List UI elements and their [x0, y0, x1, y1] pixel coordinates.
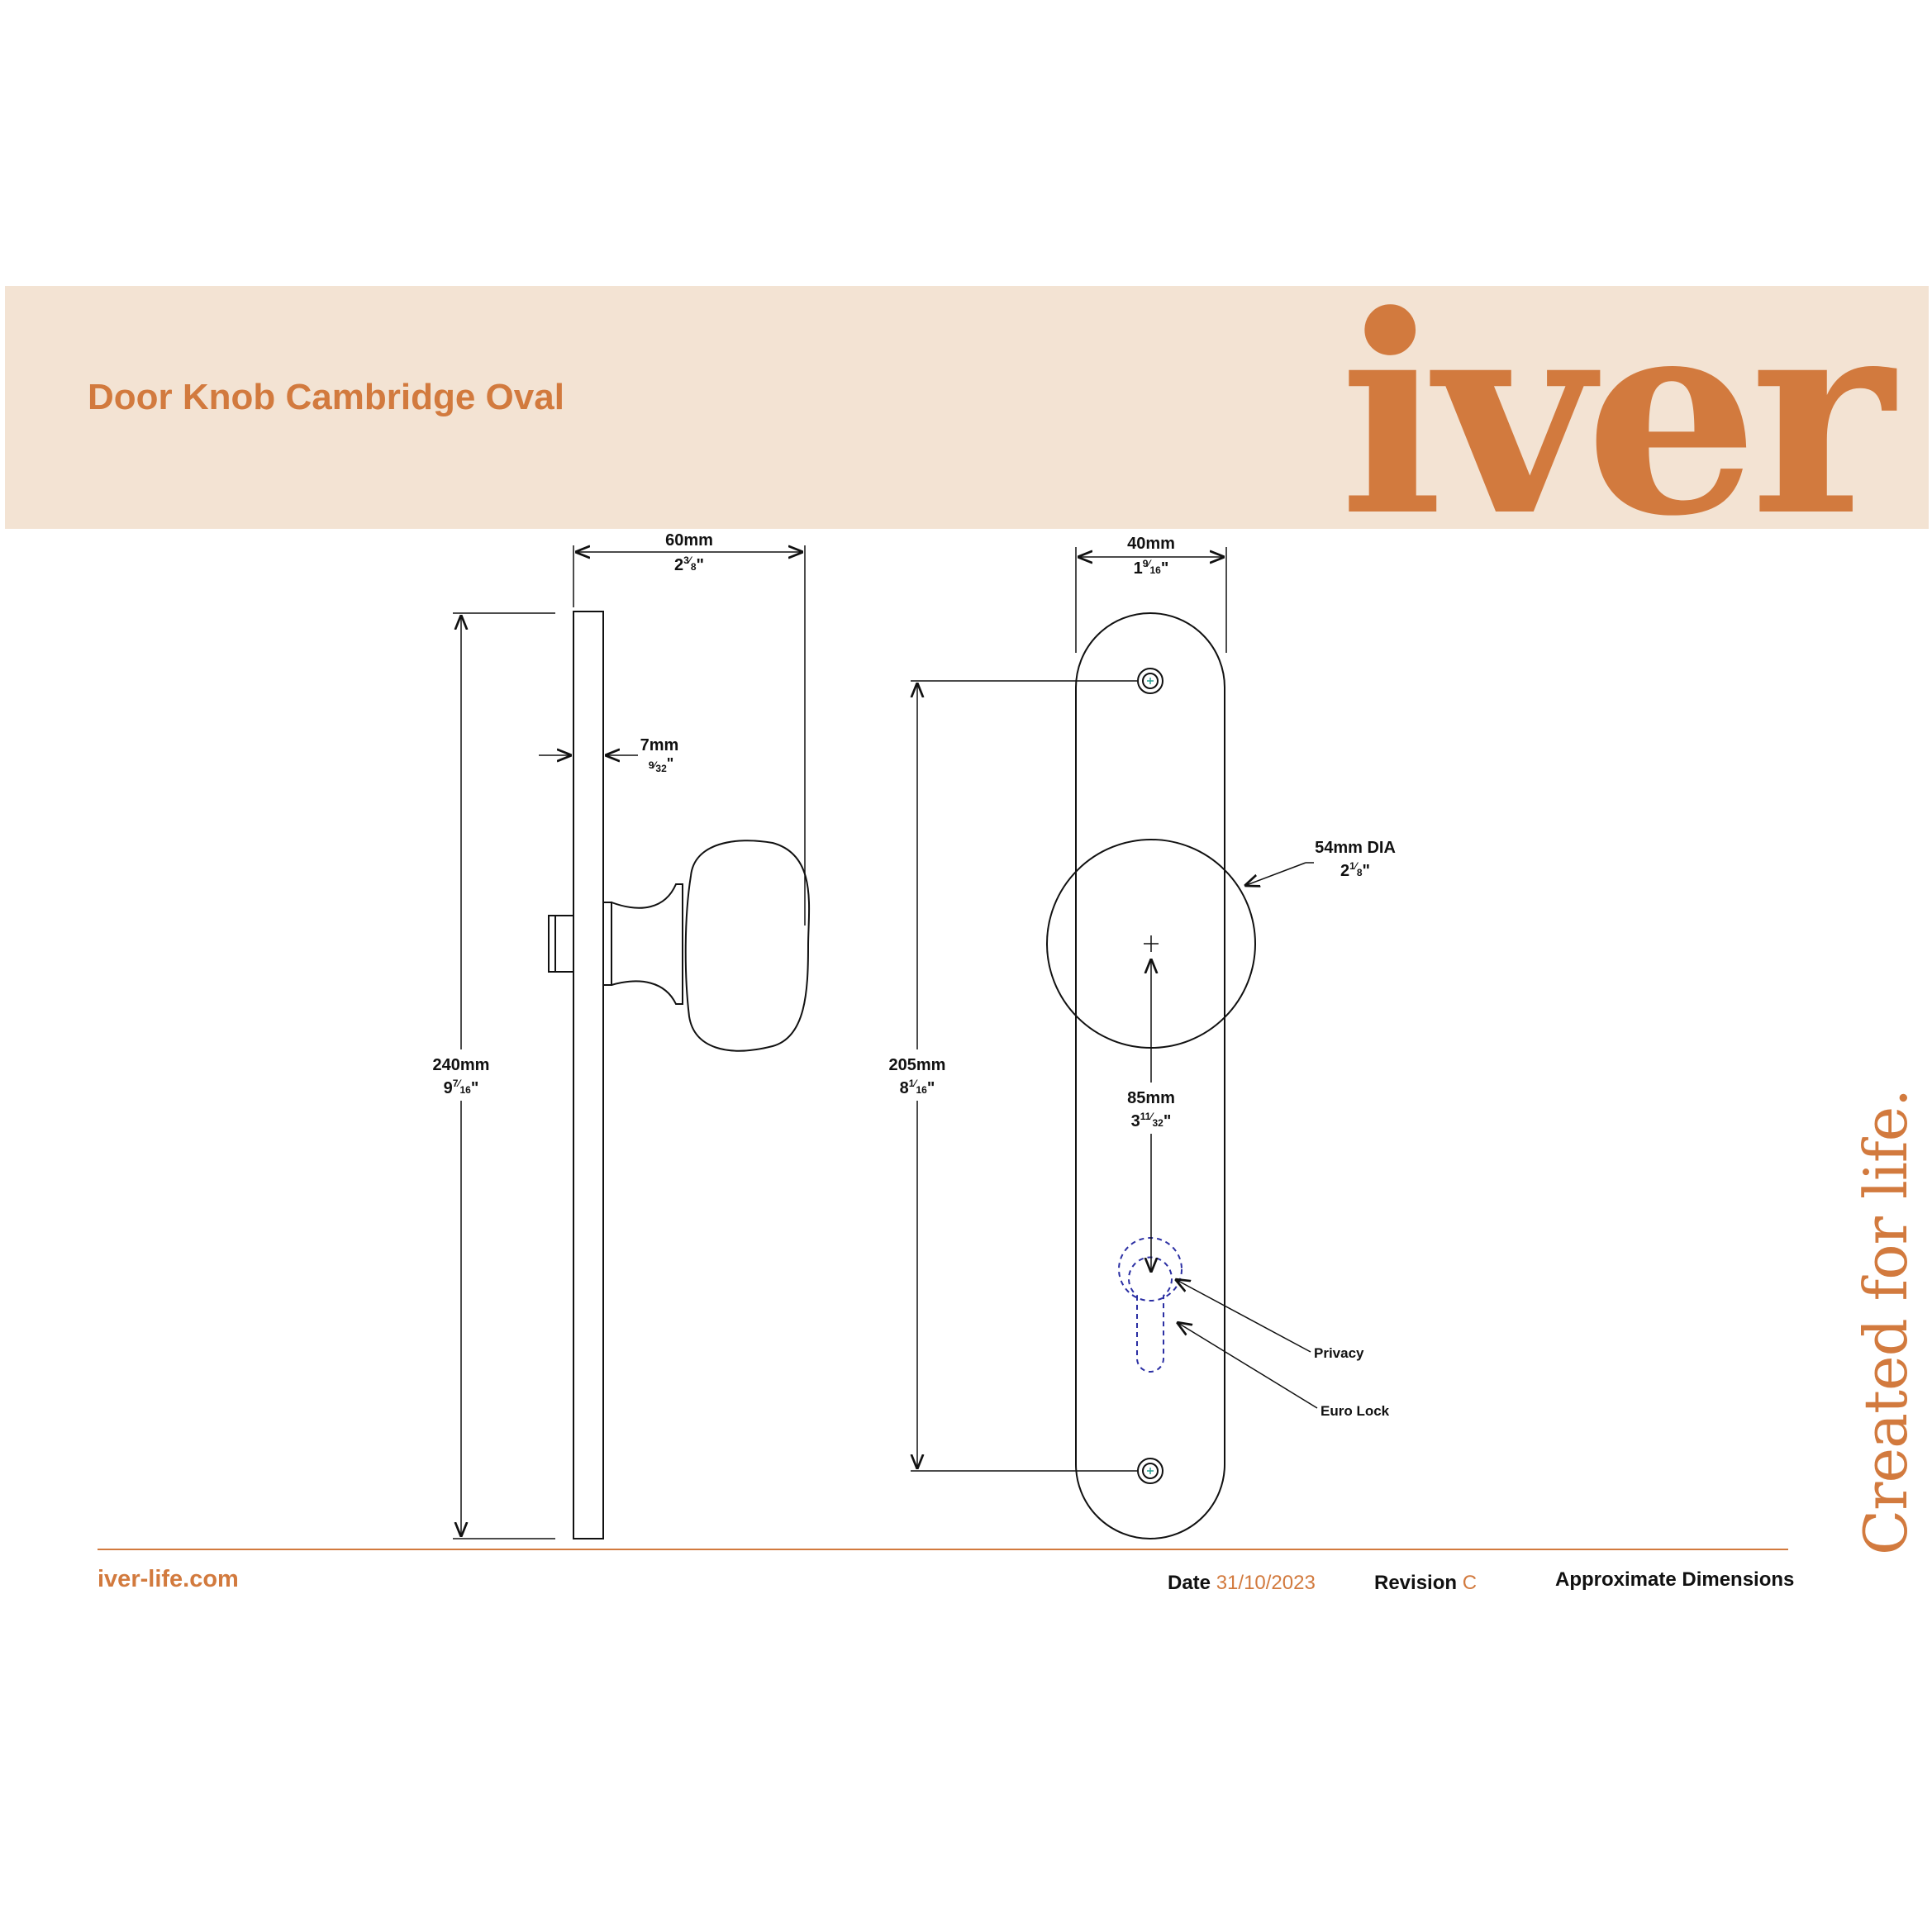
dim-fixing-centres: 205mm 81⁄16"	[876, 680, 1137, 1472]
revision-label: Revision	[1374, 1572, 1458, 1594]
side-knob-neck	[611, 883, 683, 1005]
dim-projection-inch: 23⁄8"	[674, 554, 704, 574]
side-view	[548, 611, 811, 1539]
dim-projection-mm: 60mm	[665, 531, 713, 550]
front-backplate	[1075, 612, 1225, 1539]
privacy-cutout	[1118, 1237, 1183, 1301]
dim-width-inch: 19⁄16"	[1134, 558, 1169, 578]
dim-thickness-mm: 7mm	[640, 736, 679, 754]
euro-lock-cutout	[1128, 1256, 1173, 1373]
website-link[interactable]: iver-life.com	[98, 1566, 239, 1592]
iver-logo: iver	[1340, 286, 1894, 529]
revision-value: C	[1462, 1572, 1478, 1594]
side-knob	[684, 840, 811, 1052]
dim-plate-thickness: 7mm 9⁄32"	[539, 736, 678, 774]
dim-backset-inch: 311⁄32"	[1131, 1111, 1172, 1130]
dim-knob-diameter: 54mm DIA 21⁄8"	[1244, 839, 1396, 886]
revision-field: Revision C	[1374, 1572, 1477, 1595]
dim-thickness-inch: 9⁄32"	[649, 755, 674, 774]
side-spindle	[548, 915, 574, 973]
side-backplate	[573, 611, 604, 1539]
dim-height-mm: 240mm	[433, 1056, 490, 1074]
dim-projection: 60mm 23⁄8"	[573, 531, 806, 926]
top-screw-icon	[1137, 668, 1163, 694]
callout-euro-lock: Euro Lock	[1177, 1322, 1390, 1419]
dim-overall-height: 240mm 97⁄16"	[420, 612, 555, 1539]
privacy-label: Privacy	[1314, 1345, 1364, 1361]
bottom-screw-icon	[1137, 1458, 1163, 1484]
euro-lock-label: Euro Lock	[1321, 1403, 1390, 1419]
dim-backset-mm: 85mm	[1127, 1089, 1175, 1107]
footer-rule	[98, 1549, 1788, 1550]
dim-dia-inch: 21⁄8"	[1340, 860, 1370, 880]
dimensions-note: Approximate Dimensions	[1555, 1568, 1795, 1591]
dim-backset: 85mm 311⁄32"	[1116, 959, 1187, 1273]
tagline: Created for life.	[1851, 1088, 1920, 1555]
dim-plate-width: 40mm 19⁄16"	[1075, 535, 1227, 653]
page-title: Door Knob Cambridge Oval	[88, 377, 564, 417]
dim-height-inch: 97⁄16"	[444, 1078, 479, 1097]
dim-centres-mm: 205mm	[889, 1056, 946, 1074]
dim-centres-inch: 81⁄16"	[900, 1078, 935, 1097]
date-label: Date	[1168, 1572, 1211, 1594]
date-value: 31/10/2023	[1216, 1572, 1316, 1594]
callout-privacy: Privacy	[1175, 1279, 1364, 1361]
dim-dia-mm: 54mm DIA	[1315, 839, 1396, 857]
dim-width-mm: 40mm	[1127, 535, 1175, 553]
header-banner: Door Knob Cambridge Oval iver	[5, 286, 1929, 529]
date-field: Date 31/10/2023	[1168, 1572, 1316, 1595]
side-rose	[602, 902, 612, 986]
lock-cutouts	[1118, 1237, 1183, 1373]
